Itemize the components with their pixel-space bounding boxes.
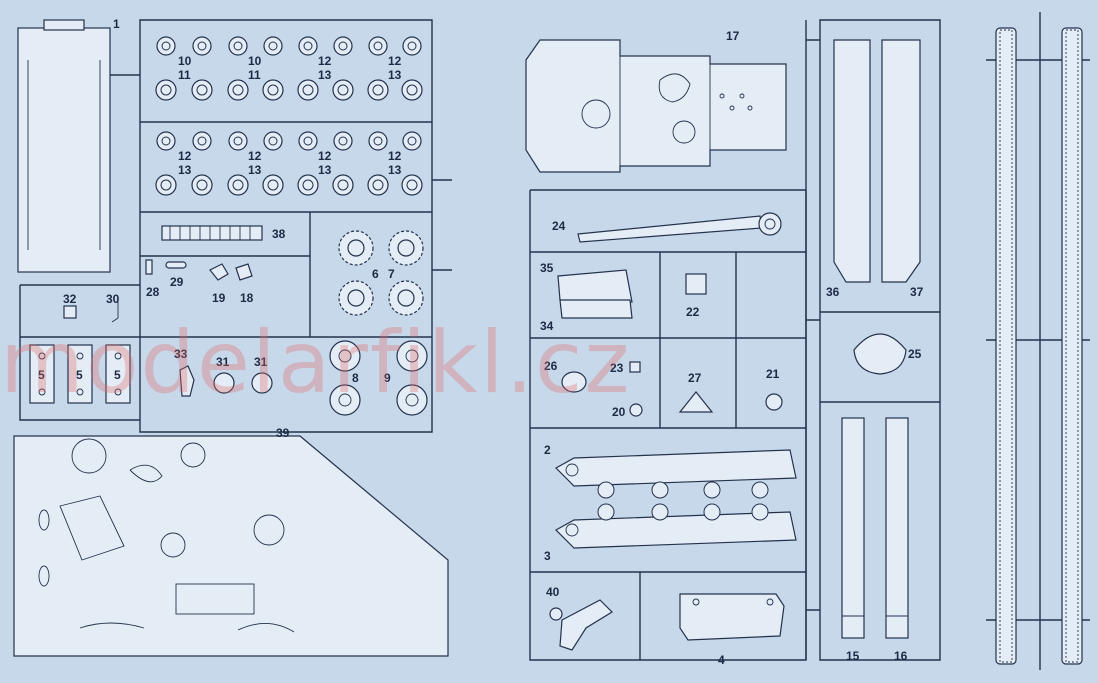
label-part-2: 2 bbox=[544, 443, 551, 457]
part-22: 22 bbox=[685, 273, 707, 319]
label-part-3: 3 bbox=[544, 549, 551, 563]
label-part-7: 7 bbox=[388, 267, 395, 281]
road-wheels-group-middle: 12 13 12 13 12 13 12 13 bbox=[155, 131, 423, 196]
parts-36-37-fenders: 36 37 bbox=[826, 39, 924, 299]
label-part-10: 10 bbox=[178, 54, 192, 68]
label-part-37: 37 bbox=[910, 285, 924, 299]
label-part-31: 31 bbox=[254, 355, 268, 369]
part-4: 4 bbox=[679, 593, 785, 667]
label-part-4: 4 bbox=[718, 653, 725, 667]
label-part-5: 5 bbox=[38, 368, 45, 382]
parts-33-31: 33 31 31 bbox=[174, 347, 273, 397]
label-part-17: 17 bbox=[726, 29, 740, 43]
label-part-31: 31 bbox=[216, 355, 230, 369]
label-part-32: 32 bbox=[63, 292, 77, 306]
label-part-15: 15 bbox=[846, 649, 860, 663]
label-part-26: 26 bbox=[544, 359, 558, 373]
label-part-21: 21 bbox=[766, 367, 780, 381]
parts-32-30: 32 30 bbox=[63, 292, 120, 323]
middle-sprue: 17 24 35 34 22 26 23 20 bbox=[525, 20, 820, 667]
label-part-12: 12 bbox=[388, 149, 402, 163]
part-1-plate: 1 bbox=[17, 17, 120, 273]
label-part-23: 23 bbox=[610, 361, 624, 375]
label-part-5: 5 bbox=[76, 368, 83, 382]
label-part-40: 40 bbox=[546, 585, 560, 599]
label-part-13: 13 bbox=[318, 68, 332, 82]
label-part-36: 36 bbox=[826, 285, 840, 299]
label-part-12: 12 bbox=[248, 149, 262, 163]
label-part-13: 13 bbox=[388, 163, 402, 177]
label-part-13: 13 bbox=[248, 163, 262, 177]
parts-28-29-19-18: 28 29 19 18 bbox=[145, 259, 254, 305]
part-40-figure: 40 bbox=[546, 585, 613, 651]
watermark: modelarfikl.cz bbox=[0, 313, 631, 413]
label-part-11: 11 bbox=[178, 68, 191, 82]
parts-26-23-20: 26 23 20 bbox=[544, 359, 643, 419]
label-part-13: 13 bbox=[388, 68, 402, 82]
label-part-5: 5 bbox=[114, 368, 121, 382]
part-25: 25 bbox=[853, 333, 922, 375]
label-part-13: 13 bbox=[318, 163, 332, 177]
sprockets-6-7: 6 7 bbox=[338, 230, 424, 316]
parts-2-3-side-panels: 2 3 bbox=[544, 443, 797, 563]
label-part-28: 28 bbox=[146, 285, 160, 299]
label-part-1: 1 bbox=[113, 17, 120, 31]
label-part-8: 8 bbox=[352, 371, 359, 385]
idlers-8-9: 8 9 bbox=[329, 340, 428, 416]
label-part-27: 27 bbox=[688, 371, 702, 385]
road-wheels-group-top: 10 11 10 11 12 13 12 13 bbox=[155, 36, 423, 101]
left-sprue: 1 10 bbox=[13, 17, 452, 657]
label-part-39: 39 bbox=[276, 426, 290, 440]
label-part-35: 35 bbox=[540, 261, 554, 275]
parts-5: 5 5 5 bbox=[29, 344, 131, 404]
label-part-11: 11 bbox=[248, 68, 261, 82]
label-part-38: 38 bbox=[272, 227, 286, 241]
label-part-20: 20 bbox=[612, 405, 626, 419]
label-part-22: 22 bbox=[686, 305, 700, 319]
label-part-18: 18 bbox=[240, 291, 254, 305]
part-38: 38 bbox=[161, 225, 286, 241]
label-part-29: 29 bbox=[170, 275, 184, 289]
part-24-barrel: 24 bbox=[552, 212, 782, 243]
label-part-9: 9 bbox=[384, 371, 391, 385]
label-part-24: 24 bbox=[552, 219, 566, 233]
parts-27-21: 27 21 bbox=[678, 367, 783, 413]
label-part-12: 12 bbox=[318, 54, 332, 68]
label-part-10: 10 bbox=[248, 54, 262, 68]
parts-35-34: 35 34 bbox=[540, 261, 633, 333]
label-part-19: 19 bbox=[212, 291, 226, 305]
label-part-6: 6 bbox=[372, 267, 379, 281]
part-17-hull: 17 bbox=[525, 29, 787, 173]
right-sprue: 36 37 25 15 16 bbox=[819, 19, 941, 663]
label-part-12: 12 bbox=[318, 149, 332, 163]
parts-15-16: 15 16 bbox=[841, 417, 909, 663]
label-part-34: 34 bbox=[540, 319, 554, 333]
label-part-13: 13 bbox=[178, 163, 192, 177]
label-part-16: 16 bbox=[894, 649, 908, 663]
part-39-base: 39 bbox=[13, 426, 449, 657]
label-part-30: 30 bbox=[106, 292, 120, 306]
label-part-33: 33 bbox=[174, 347, 188, 361]
label-part-12: 12 bbox=[178, 149, 192, 163]
label-part-25: 25 bbox=[908, 347, 922, 361]
track-links-sprue bbox=[986, 12, 1090, 670]
label-part-12: 12 bbox=[388, 54, 402, 68]
